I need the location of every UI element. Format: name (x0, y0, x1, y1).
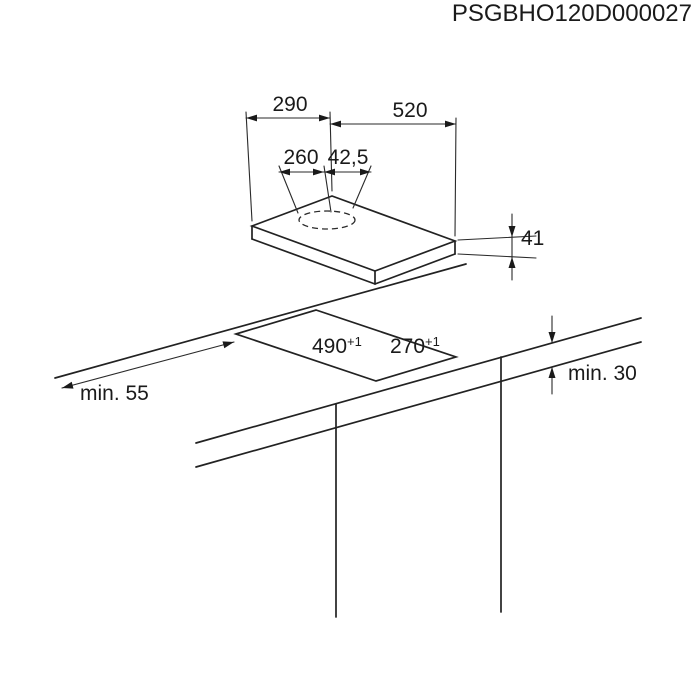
dim-hob-depth: 520 (329, 99, 457, 237)
dim-hob-width: 290 (245, 93, 333, 222)
dim-burner-position: 260 42,5 (278, 146, 372, 214)
burner-position-ellipse (298, 210, 356, 230)
dim-min-distance-front: min. 55 (61, 341, 235, 405)
min-thickness-label: min. 30 (568, 362, 637, 385)
cutout-width-label: 270+1 (390, 334, 440, 358)
worktop-back-edge (54, 263, 467, 379)
product-code: PSGBHO120D000027 (452, 0, 692, 27)
burner-offset-b-label: 42,5 (328, 146, 369, 169)
hob-height-label: 41 (521, 227, 544, 250)
cutout-depth-label: 490+1 (312, 334, 362, 358)
dim-min-worktop-thickness: min. 30 (548, 315, 637, 395)
burner-offset-a-label: 260 (283, 146, 318, 169)
worktop (54, 263, 642, 618)
dim-hob-height: 41 (457, 213, 544, 281)
hob-edge-bottom-right (374, 253, 456, 285)
hob-edge-bottom-front (251, 238, 376, 285)
worktop-cutout: 490+1 270+1 (233, 309, 459, 382)
worktop-front-edge-bottom (195, 341, 642, 468)
hob (249, 195, 458, 285)
worktop-front-edge-top (195, 317, 642, 444)
hob-depth-label: 520 (392, 99, 427, 122)
min-distance-label: min. 55 (80, 382, 149, 405)
cutout-outline (233, 309, 459, 382)
hob-width-label: 290 (272, 93, 307, 116)
